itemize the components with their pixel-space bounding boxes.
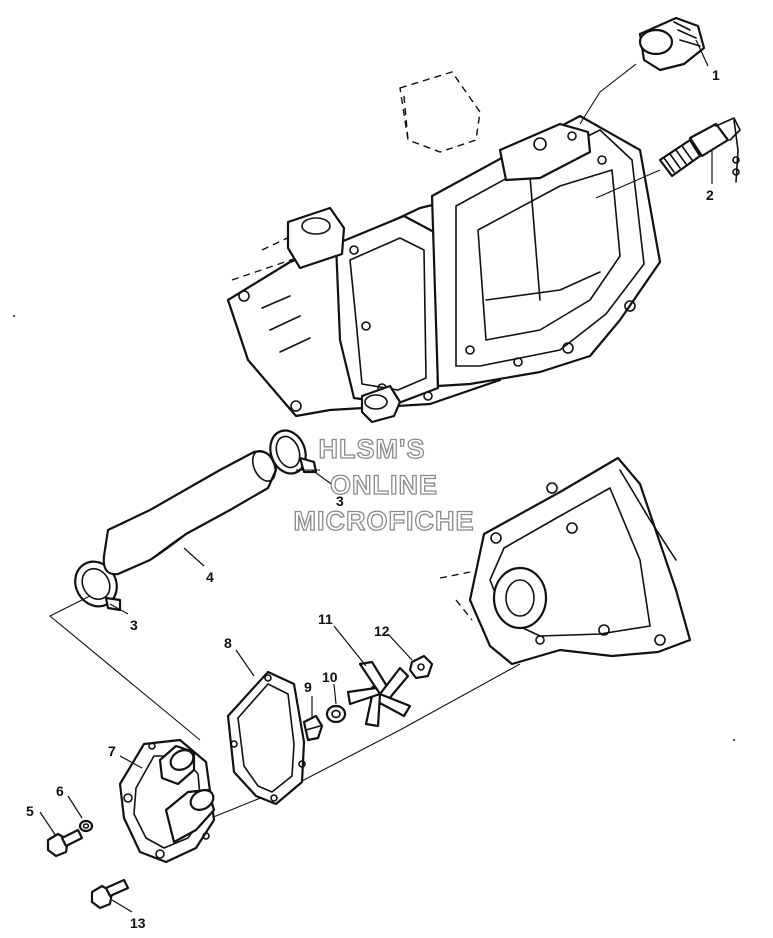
bolt-13 <box>90 878 130 910</box>
speck <box>733 739 735 741</box>
watermark: HLSM'S ONLINE MICROFICHE <box>293 433 475 536</box>
water-pump-cover <box>118 738 216 864</box>
callout-4: 4 <box>206 569 214 585</box>
coolant-hose <box>102 450 278 576</box>
callout-3-lower: 3 <box>130 617 138 633</box>
callout-5: 5 <box>26 803 34 819</box>
drain-plug <box>302 714 324 742</box>
watermark-line-2: ONLINE <box>330 470 438 500</box>
callout-9: 9 <box>304 679 312 695</box>
hose-clamp-lower <box>74 560 122 612</box>
callout-2: 2 <box>706 187 714 203</box>
speck <box>13 315 15 317</box>
impeller-washer <box>325 704 347 724</box>
callout-6: 6 <box>56 783 64 799</box>
callout-10: 10 <box>322 669 338 685</box>
callout-3-upper: 3 <box>336 493 344 509</box>
watermark-line-1: HLSM'S <box>319 434 426 464</box>
pump-gasket <box>226 670 306 806</box>
callout-8: 8 <box>224 635 232 651</box>
impeller <box>346 660 412 728</box>
callout-1: 1 <box>712 67 720 83</box>
callout-11: 11 <box>318 611 333 627</box>
watermark-line-3: MICROFICHE <box>294 506 475 536</box>
bolt-5 <box>46 828 84 858</box>
thermostat-cap <box>638 16 706 72</box>
nut-12 <box>408 654 434 680</box>
leader-lines <box>39 39 713 913</box>
callout-7: 7 <box>108 743 116 759</box>
callout-13: 13 <box>130 915 146 931</box>
temperature-sensor <box>658 117 741 183</box>
cylinder-head <box>226 71 662 424</box>
crankcase-cover <box>439 456 692 666</box>
callout-labels: 1 2 3 3 4 5 6 7 8 9 10 11 12 13 <box>26 67 720 931</box>
callout-12: 12 <box>374 623 390 639</box>
washer-6 <box>78 819 94 833</box>
